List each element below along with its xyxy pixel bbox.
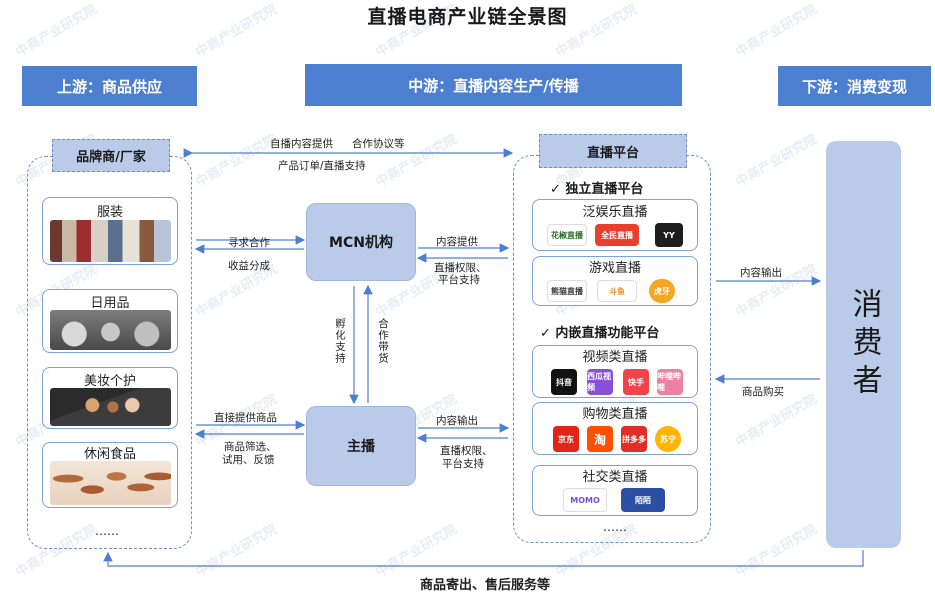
platform-group-label: 购物类直播 [582, 407, 648, 422]
embedded-platform-heading: ✓ 内嵌直播功能平台 [540, 326, 660, 341]
momo-icon-logo: 陌陌 [621, 488, 665, 512]
platform-card-gaming: 游戏直播 熊猫直播 斗鱼 虎牙 [532, 256, 698, 306]
brand-tag: 品牌商/厂家 [52, 139, 170, 172]
midstream-header: 中游：直播内容生产/传播 [305, 64, 682, 106]
bottom-loop-label: 商品寄出、售后服务等 [420, 578, 551, 593]
suning-logo: 苏宁 [655, 426, 681, 452]
category-card-daily: 日用品 [42, 289, 178, 353]
bilibili-logo: 哔哩哔哩 [657, 369, 683, 395]
category-label: 服装 [96, 205, 123, 220]
daily-goods-photo [50, 310, 171, 350]
platform-group-label: 社交类直播 [582, 470, 648, 485]
xigua-logo: 西瓜视频 [587, 369, 613, 395]
brand-anchor-label-bottom-2: 试用、反馈 [222, 454, 275, 466]
brand-anchor-label-top: 直接提供商品 [214, 412, 277, 424]
taobao-logo: 淘 [587, 426, 613, 452]
anchor-node: 主播 [306, 406, 416, 486]
douyu-logo: 斗鱼 [597, 280, 637, 302]
category-card-cosmetics: 美妆个护 [42, 367, 178, 429]
anchor-mcn-label: 合作带货 [377, 318, 389, 364]
independent-platform-heading: ✓ 独立直播平台 [550, 182, 644, 197]
brand-anchor-label-bottom-1: 商品筛选、 [224, 441, 277, 453]
category-label: 休闲食品 [83, 447, 136, 462]
platform-tag: 直播平台 [539, 134, 687, 168]
yy-logo: YY [655, 223, 683, 247]
category-card-clothing: 服装 [42, 197, 178, 265]
mcn-platform-label-top: 内容提供 [436, 236, 478, 248]
momo-logo: MOMO [563, 488, 607, 512]
bottom-loop-arrow [103, 550, 864, 567]
kuaishou-logo: 快手 [623, 369, 649, 395]
quanmin-logo: 全民直播 [595, 224, 639, 246]
anchor-platform-label-bottom-1: 直播权限、 [440, 445, 493, 457]
mcn-anchor-label: 孵化支持 [334, 318, 346, 364]
huajiao-logo: 花椒直播 [547, 224, 587, 246]
mcn-platform-label-bottom-2: 平台支持 [438, 274, 480, 286]
platform-group-label: 视频类直播 [582, 350, 648, 365]
category-label: 日用品 [90, 296, 130, 311]
platform-card-video: 视频类直播 抖音 西瓜视频 快手 哔哩哔哩 [532, 345, 698, 398]
douyin-logo: 抖音 [551, 369, 577, 395]
cosmetics-photo [50, 388, 171, 426]
consumer-platform-label: 商品购买 [742, 386, 784, 398]
top-flow-label-2: 合作协议等 [352, 138, 405, 150]
diagram-title: 直播电商产业链全景图 [367, 6, 568, 28]
huya-logo: 虎牙 [649, 279, 675, 303]
consumer-node: 消费者 [826, 141, 901, 548]
platform-consumer-label: 内容输出 [740, 267, 782, 279]
snacks-photo [50, 461, 171, 505]
mcn-node: MCN机构 [306, 203, 416, 281]
pinduoduo-logo: 拼多多 [621, 426, 647, 452]
clothing-photo [50, 220, 171, 262]
mcn-platform-label-bottom-1: 直播权限、 [434, 262, 487, 274]
brand-mcn-label-top: 寻求合作 [228, 237, 270, 249]
top-flow-label-3: 产品订单/直播支持 [278, 160, 366, 172]
platform-card-entertainment: 泛娱乐直播 花椒直播 全民直播 YY [532, 199, 698, 251]
platform-ellipsis: …… [603, 520, 627, 534]
jd-logo: 京东 [553, 426, 579, 452]
platform-group-label: 游戏直播 [588, 261, 641, 276]
brand-mcn-label-bottom: 收益分成 [228, 260, 270, 272]
platform-card-social: 社交类直播 MOMO 陌陌 [532, 465, 698, 516]
category-label: 美妆个护 [83, 374, 136, 389]
brand-ellipsis: …… [95, 524, 119, 538]
platform-card-shopping: 购物类直播 京东 淘 拼多多 苏宁 [532, 402, 698, 455]
anchor-platform-label-bottom-2: 平台支持 [442, 458, 484, 470]
panda-logo: 熊猫直播 [547, 280, 587, 302]
anchor-platform-label-top: 内容输出 [436, 415, 478, 427]
consumer-label: 消费者 [846, 287, 882, 402]
downstream-header: 下游：消费变现 [778, 66, 931, 106]
category-card-snacks: 休闲食品 [42, 442, 178, 508]
top-flow-label-1: 自播内容提供 [270, 138, 333, 150]
upstream-header: 上游：商品供应 [22, 66, 197, 106]
platform-group-label: 泛娱乐直播 [582, 205, 648, 220]
